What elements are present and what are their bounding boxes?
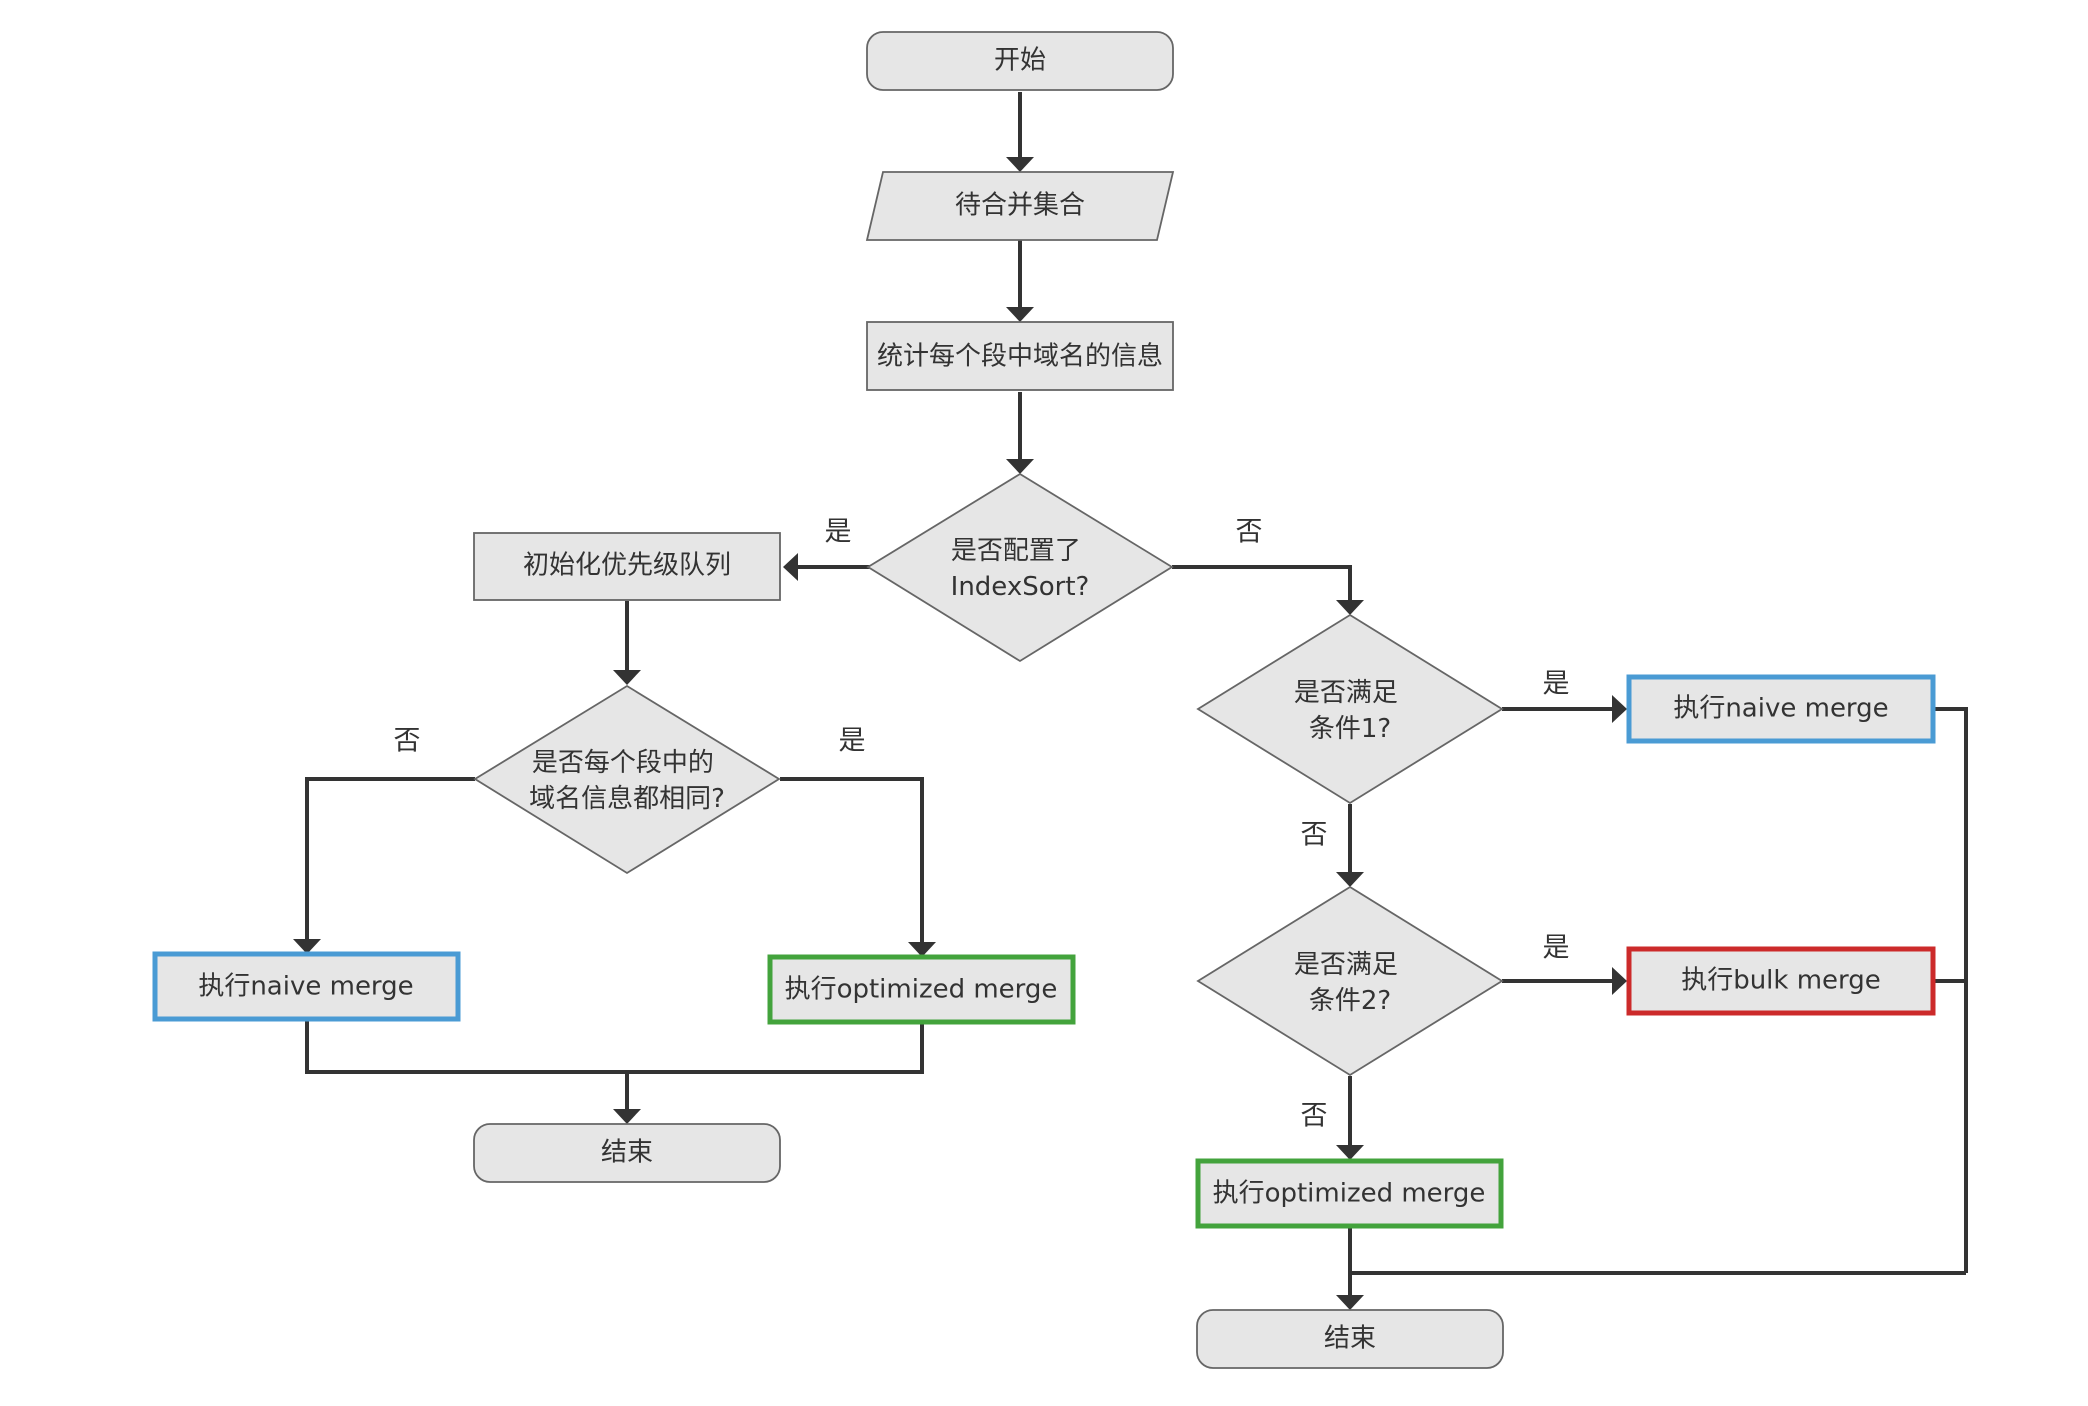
- init-queue-process: [473, 532, 781, 601]
- arrowhead: [1006, 157, 1034, 172]
- left-naive-merge-process: [152, 951, 461, 1022]
- left-end-terminal: [473, 1123, 781, 1183]
- right-optimized-merge-label: 执行optimized merge: [1213, 1179, 1486, 1209]
- cond2-decision-label: 是否满足 条件2?: [1294, 950, 1406, 1016]
- same-fields-decision-label: 是否每个段中的 域名信息都相同?: [529, 748, 725, 814]
- edge-left-merges-join: [305, 1020, 924, 1074]
- indexsort-line-1: 是否配置了: [951, 536, 1081, 566]
- stats-label: 统计每个段中域名的信息: [877, 342, 1163, 372]
- indexsort-yes-label: 是: [825, 517, 852, 548]
- left-optimized-merge-label: 执行optimized merge: [785, 975, 1058, 1005]
- cond1-line-2: 条件1?: [1309, 714, 1391, 744]
- arrowhead: [1336, 872, 1364, 887]
- indexsort-decision-label: 是否配置了 IndexSort?: [951, 536, 1090, 602]
- same-fields-line-2: 域名信息都相同?: [529, 784, 725, 814]
- bulk-merge-label: 执行bulk merge: [1681, 966, 1881, 996]
- edge-samefields-yes: [780, 777, 924, 945]
- edge-labels: 是 否 否 是 是 否 是 否: [394, 517, 1570, 1132]
- right-end-label: 结束: [1324, 1324, 1376, 1354]
- cond1-decision: [1196, 613, 1504, 805]
- same-fields-decision: [473, 684, 781, 875]
- indexsort-line-2: IndexSort?: [951, 572, 1090, 602]
- right-naive-merge-process: [1626, 674, 1936, 744]
- arrowhead: [1336, 1295, 1364, 1310]
- arrowhead: [1336, 600, 1364, 615]
- edge-indexsort-no: [1172, 565, 1352, 603]
- edge-samefields-no: [305, 777, 475, 942]
- right-naive-merge-label: 执行naive merge: [1673, 694, 1888, 724]
- input-set-label: 待合并集合: [955, 191, 1085, 221]
- left-naive-merge-label: 执行naive merge: [198, 972, 413, 1002]
- arrowhead: [1006, 459, 1034, 474]
- same-fields-no-label: 否: [394, 726, 421, 757]
- arrowhead: [293, 939, 321, 954]
- input-set-parallelogram: [865, 171, 1175, 241]
- arrowhead: [1006, 307, 1034, 322]
- cond1-line-1: 是否满足: [1294, 678, 1398, 708]
- arrowhead: [613, 670, 641, 685]
- cond2-line-1: 是否满足: [1294, 950, 1398, 980]
- stats-process: [866, 321, 1174, 391]
- same-fields-line-1: 是否每个段中的: [532, 748, 714, 778]
- arrowhead: [1336, 1145, 1364, 1160]
- start-label: 开始: [994, 46, 1046, 76]
- indexsort-decision: [866, 472, 1174, 663]
- bulk-merge-process: [1626, 946, 1936, 1016]
- cond2-line-2: 条件2?: [1309, 986, 1391, 1016]
- arrowhead: [613, 1109, 641, 1124]
- left-end-label: 结束: [601, 1138, 653, 1168]
- nodes: 开始 待合并集合 统计每个段中域名的信息 是否配置了 IndexSort? 初始…: [152, 31, 1936, 1369]
- edge-right-naive-return: [1935, 707, 1968, 1273]
- indexsort-no-label: 否: [1236, 517, 1263, 548]
- edges: [293, 92, 1968, 1310]
- arrowhead: [1612, 967, 1627, 995]
- cond1-no-label: 否: [1301, 820, 1328, 851]
- cond2-yes-label: 是: [1543, 933, 1570, 964]
- arrowhead: [783, 553, 798, 581]
- same-fields-yes-label: 是: [839, 726, 866, 757]
- cond1-decision-label: 是否满足 条件1?: [1294, 678, 1406, 744]
- arrowhead: [1612, 695, 1627, 723]
- arrowhead: [908, 942, 936, 957]
- cond2-no-label: 否: [1301, 1101, 1328, 1132]
- right-optimized-merge-process: [1195, 1158, 1504, 1229]
- start-terminal: [866, 31, 1174, 91]
- cond2-decision: [1196, 885, 1504, 1077]
- right-end-terminal: [1196, 1309, 1504, 1369]
- init-queue-label: 初始化优先级队列: [523, 551, 731, 581]
- left-optimized-merge-process: [767, 954, 1076, 1025]
- cond1-yes-label: 是: [1543, 669, 1570, 700]
